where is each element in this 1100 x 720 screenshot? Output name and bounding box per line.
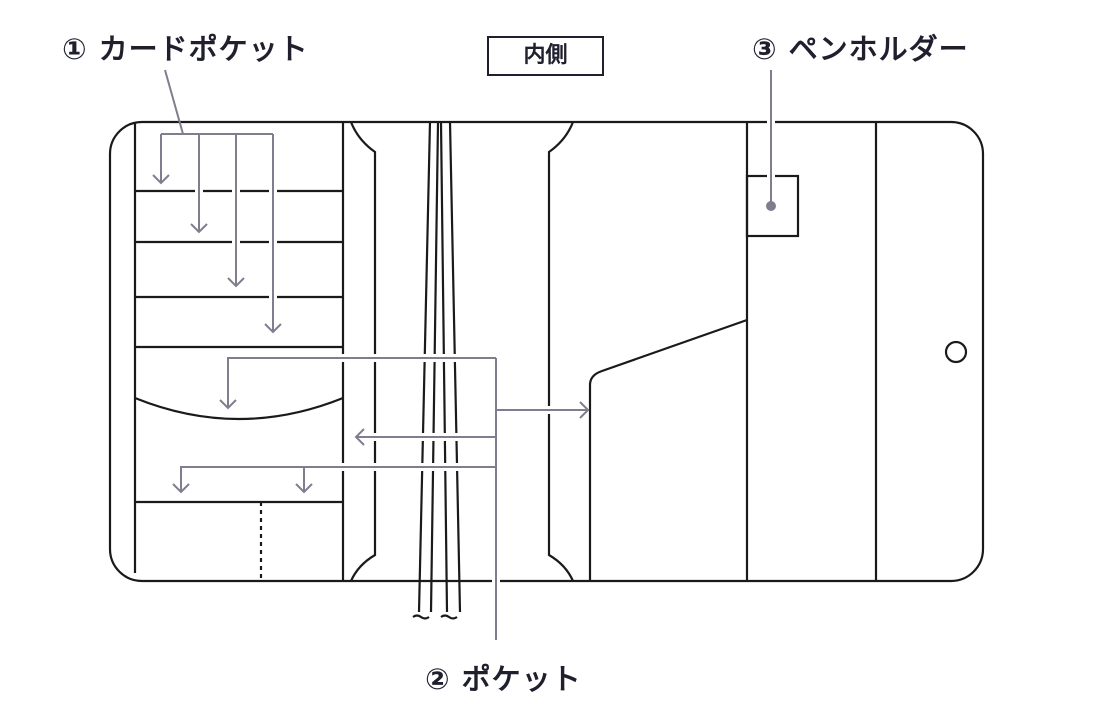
band-line (429, 121, 440, 613)
card-pocket-label: ① カードポケット (62, 32, 309, 66)
snap-button (944, 340, 968, 364)
wallet-body (108, 120, 985, 583)
arrow-left-icon (354, 428, 496, 446)
arrow-down-icon (172, 466, 496, 494)
pen-holder-marker (766, 201, 776, 211)
pen-holder-label: ③ ペンホルダー (752, 32, 969, 66)
band-line (417, 121, 432, 613)
band-ends (412, 614, 458, 620)
right-pocket (588, 318, 748, 581)
callouts (152, 69, 776, 640)
arrow-down-icon (227, 134, 245, 288)
arrow-right-icon (496, 401, 590, 419)
curved-pocket-edge (134, 396, 344, 421)
inside-label: 内側 (487, 36, 604, 76)
wallet-outline (108, 120, 985, 620)
arrow-down-icon (264, 134, 282, 334)
left-flap (349, 121, 377, 582)
arrow-down-icon (152, 134, 170, 185)
arrow-down-icon (219, 357, 497, 640)
pocket-label: ② ポケット (425, 662, 582, 696)
arrow-down-icon (190, 134, 208, 234)
band-line (448, 121, 462, 613)
right-flap (547, 121, 575, 582)
band-line (439, 121, 449, 613)
